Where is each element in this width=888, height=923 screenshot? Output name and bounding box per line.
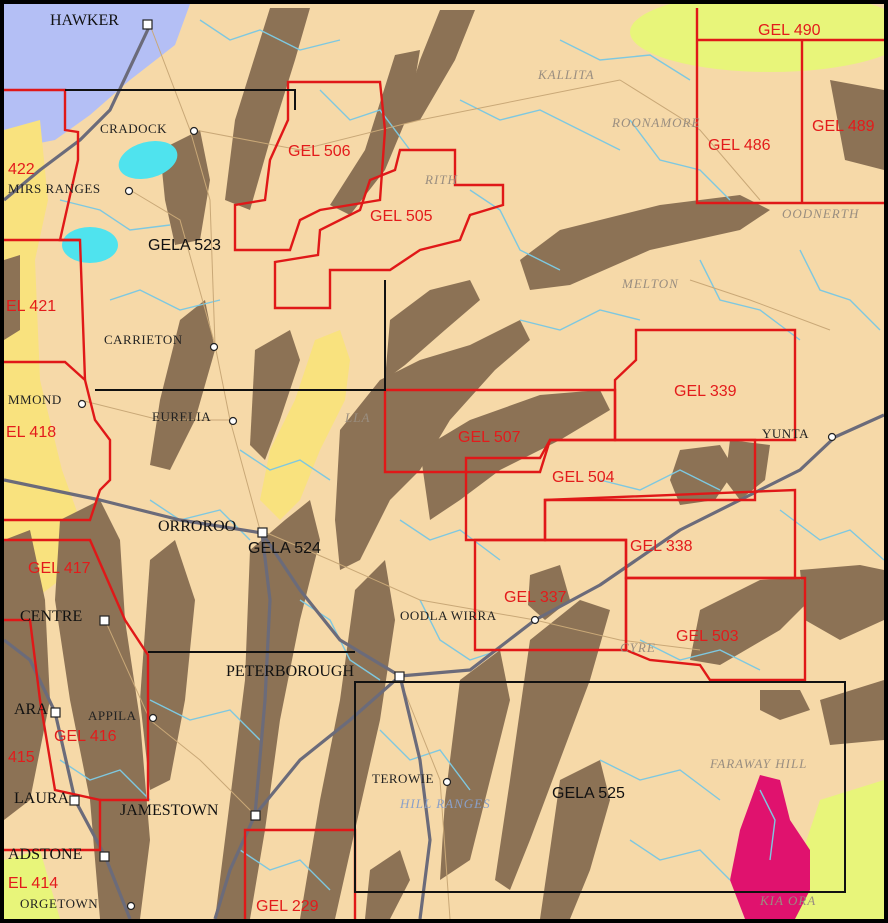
formation-yellow-lens (260, 330, 350, 520)
town-marker-hawker (142, 19, 153, 30)
gel-boundaries (4, 8, 884, 919)
locality-label: LLA (344, 410, 370, 425)
licence-label-gel-507[interactable]: GEL 507 (458, 429, 521, 446)
town-label-carrieton: CARRIETON (104, 332, 183, 347)
gela-boundaries (65, 89, 846, 893)
town-label-hammond: MMOND (8, 392, 62, 407)
licence-label-gel-506[interactable]: GEL 506 (288, 143, 351, 160)
town-label-cradock: CRADOCK (100, 121, 167, 136)
town-label-georgetown: ORGETOWN (20, 896, 98, 911)
town-label-centre: CENTRE (20, 608, 82, 625)
town-label-gladstone: ADSTONE (8, 846, 82, 863)
licence-label-gel-418[interactable]: EL 418 (6, 424, 56, 441)
formation-magenta (730, 775, 810, 919)
licence-label-gel-414[interactable]: EL 414 (8, 875, 58, 892)
licence-label-gel-338[interactable]: GEL 338 (630, 538, 693, 555)
lake-cradock (118, 140, 178, 180)
locality-label: FARAWAY HILL (709, 756, 807, 771)
town-marker-centre (99, 615, 110, 626)
locality-label: RITH (424, 172, 458, 187)
lake-west (62, 227, 118, 263)
town-markers (50, 19, 837, 911)
locality-label: HILL RANGES (399, 796, 491, 811)
town-label-orroroo: ORROROO (158, 518, 236, 535)
licence-label-gel-339[interactable]: GEL 339 (674, 383, 737, 400)
faint-locality-labels: KALLITA ROONAMORE OODNERTH MELTON FARAWA… (344, 67, 859, 908)
town-marker-oodla-wirra (530, 615, 540, 625)
town-label-hawker: HAWKER (50, 12, 119, 29)
town-label-mirs-ranges: MIRS RANGES (8, 181, 101, 196)
town-label-terowie: TEROWIE (372, 771, 434, 786)
town-marker-jamestown (250, 810, 261, 821)
town-marker-terowie (442, 777, 452, 787)
town-label-ara: ARA (14, 701, 48, 718)
town-label-laura: LAURA (14, 790, 70, 807)
town-marker-orroroo (257, 527, 268, 538)
locality-label: OODNERTH (782, 206, 859, 221)
formation-lime-sw (4, 850, 60, 919)
licence-label-gel-489[interactable]: GEL 489 (812, 118, 875, 135)
licence-label-gel-421[interactable]: EL 421 (6, 298, 56, 315)
locality-label: CYRE (620, 640, 656, 655)
licence-label-gel-486[interactable]: GEL 486 (708, 137, 771, 154)
town-marker-ara (50, 707, 61, 718)
town-marker-carrieton (209, 342, 219, 352)
geology-map[interactable]: KALLITA ROONAMORE OODNERTH MELTON FARAWA… (4, 4, 884, 919)
licence-label-gel-503[interactable]: GEL 503 (676, 628, 739, 645)
licence-label-gel-504[interactable]: GEL 504 (552, 469, 615, 486)
licence-label-gel-415[interactable]: 415 (8, 749, 35, 766)
town-marker-cradock (189, 126, 199, 136)
town-label-yunta: YUNTA (762, 426, 809, 441)
town-marker-appila (148, 713, 158, 723)
licence-label-gel-337[interactable]: GEL 337 (504, 589, 567, 606)
town-marker-laura (69, 795, 80, 806)
licence-label-gel-422[interactable]: 422 (8, 161, 35, 178)
town-label-eurelia: EURELIA (152, 409, 211, 424)
town-label-peterborough: PETERBOROUGH (226, 663, 354, 680)
town-marker-mirs-ranges (124, 186, 134, 196)
town-marker-hammond (77, 399, 87, 409)
town-marker-eurelia (228, 416, 238, 426)
licence-label-gel-416[interactable]: GEL 416 (54, 728, 117, 745)
formation-yellow-west (4, 120, 80, 620)
river-network (59, 19, 884, 891)
locality-label: MELTON (621, 276, 679, 291)
locality-label: ROONAMORE (611, 115, 700, 130)
licence-label-gel-417[interactable]: GEL 417 (28, 560, 91, 577)
locality-label: KIA ORA (759, 893, 816, 908)
town-marker-gladstone (99, 851, 110, 862)
town-marker-yunta (827, 432, 837, 442)
formation-lime-top (630, 4, 884, 72)
licence-label-gel-505[interactable]: GEL 505 (370, 208, 433, 225)
licence-label-gela-525[interactable]: GELA 525 (552, 785, 625, 802)
licence-label-gel-229[interactable]: GEL 229 (256, 898, 319, 915)
town-label-appila: APPILA (88, 708, 137, 723)
licence-label-gela-524[interactable]: GELA 524 (248, 540, 321, 557)
town-marker-georgetown (126, 901, 136, 911)
town-label-oodla-wirra: OODLA WIRRA (400, 608, 497, 623)
locality-label: KALLITA (537, 67, 595, 82)
main-railways (4, 24, 884, 919)
licence-label-gel-490[interactable]: GEL 490 (758, 22, 821, 39)
town-label-jamestown: JAMESTOWN (120, 802, 219, 819)
minor-roads (79, 24, 831, 919)
town-marker-peterborough (394, 671, 405, 682)
licence-label-gela-523[interactable]: GELA 523 (148, 237, 221, 254)
